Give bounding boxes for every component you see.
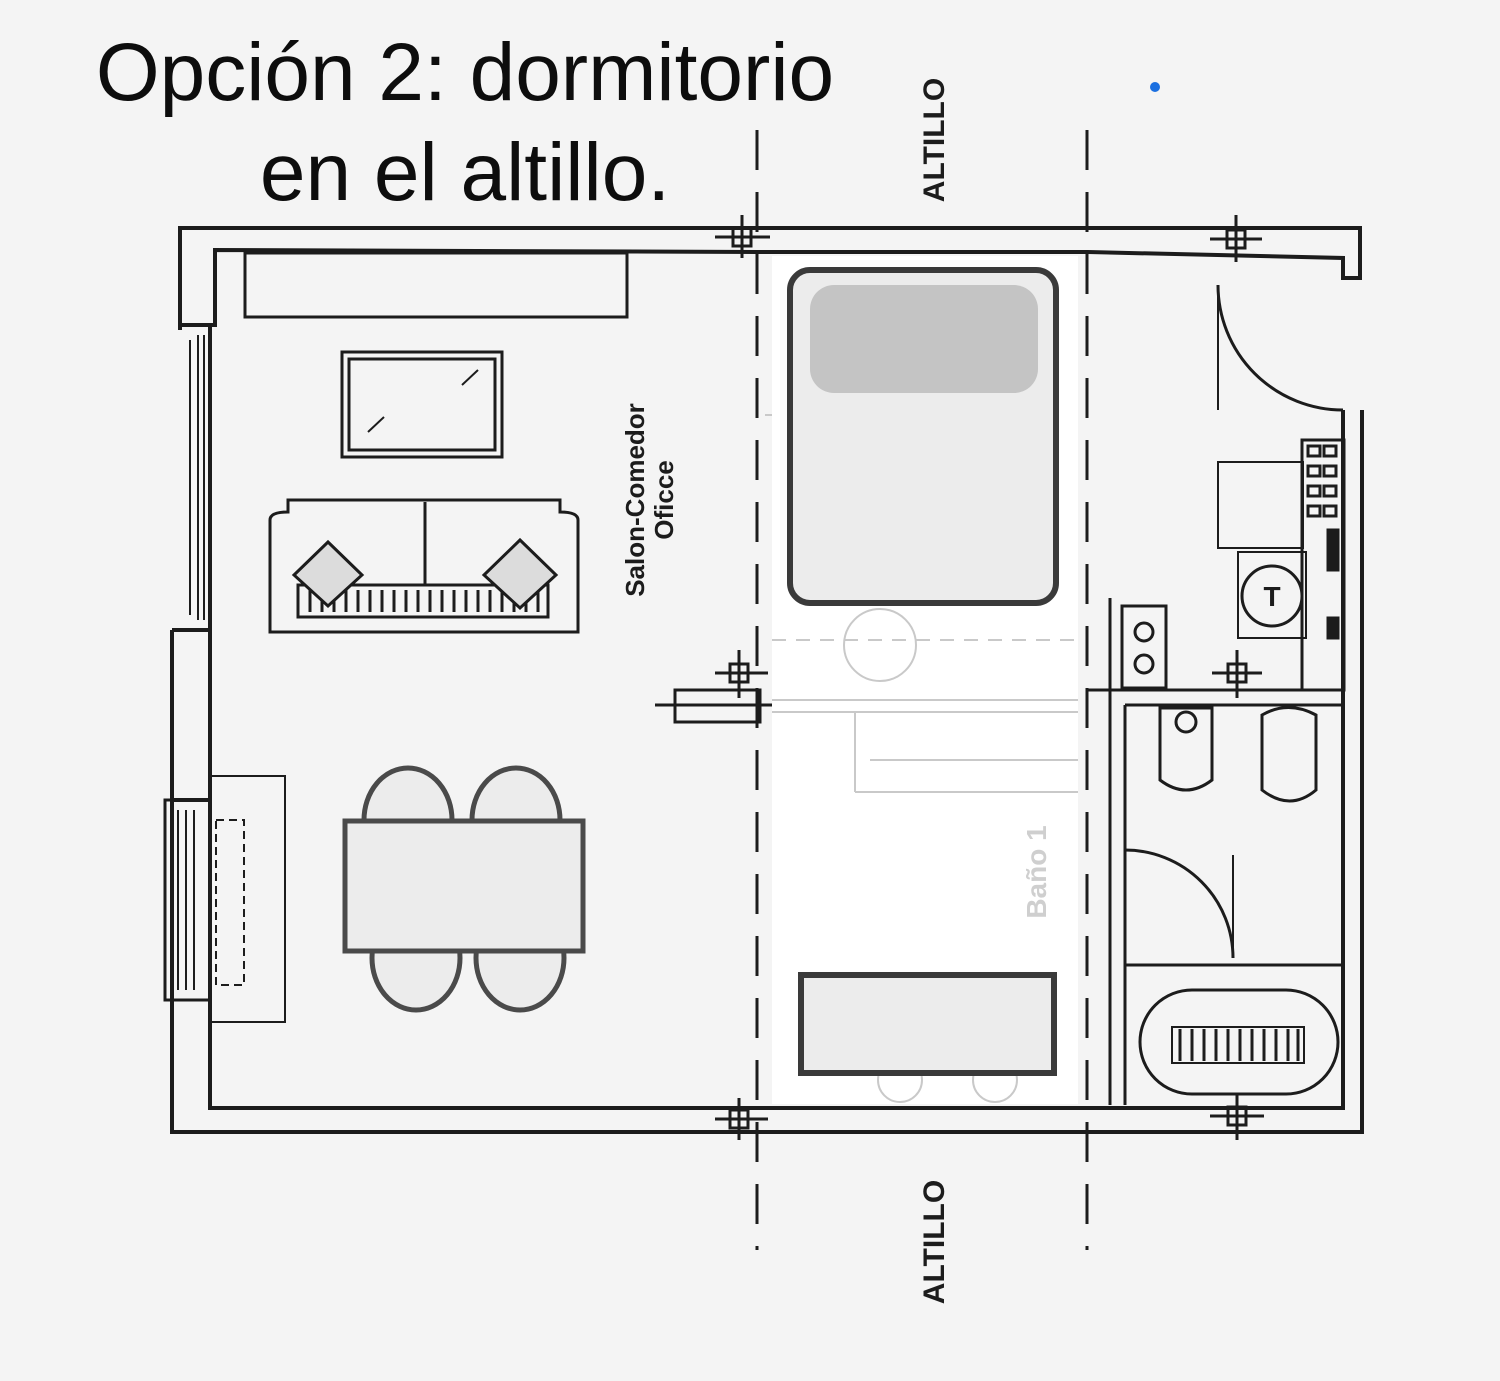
title-line-2: en el altillo. [259, 127, 671, 218]
bathroom-label: Baño 1 [1021, 825, 1052, 918]
altillo-bed [787, 267, 1059, 606]
sideboard [243, 251, 629, 319]
sofa [268, 498, 580, 634]
kitchen [1120, 284, 1346, 692]
radiator [163, 775, 286, 1023]
bathroom [1124, 706, 1340, 1096]
blue-dot [1150, 82, 1160, 92]
dining-set [342, 765, 586, 1013]
tv-table [340, 350, 504, 459]
title-line-1: Opción 2: dormitorio [95, 27, 835, 118]
altillo-label-bottom: ALTILLO [918, 1180, 951, 1304]
bed-pillow [810, 285, 1038, 393]
window-left [189, 335, 205, 620]
interior-partitions [655, 598, 1343, 1105]
stove-mark: T [1263, 581, 1280, 612]
altillo-label-top: ALTILLO [918, 78, 951, 202]
living-room-label-line1: Salon-Comedor [620, 403, 650, 597]
faint-details [765, 414, 1078, 1103]
altillo-bench [798, 972, 1057, 1076]
living-room-label-line2: Oficce [649, 460, 679, 540]
